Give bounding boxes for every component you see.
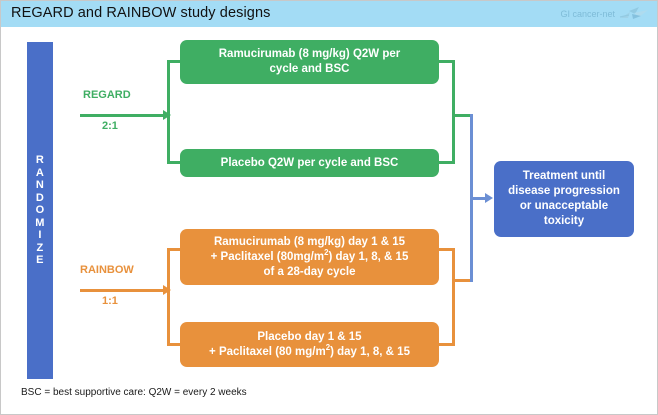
- regard-treatment-line1: Ramucirumab (8 mg/kg) Q2W per: [218, 48, 401, 60]
- regard-merge-connector: [452, 114, 472, 117]
- page-title: REGARD and RAINBOW study designs: [11, 5, 271, 21]
- rainbow-right-bracket-vertical: [452, 248, 455, 346]
- outcome-line2: disease progression: [508, 185, 620, 197]
- rainbow-merge-connector: [452, 279, 472, 282]
- regard-right-bracket-vertical: [452, 60, 455, 164]
- randomize-letter: E: [36, 254, 44, 267]
- rainbow-placebo-superscript: 2: [325, 342, 331, 352]
- regard-treatment-arm-box: Ramucirumab (8 mg/kg) Q2W per cycle and …: [180, 40, 439, 84]
- randomize-letter: M: [35, 216, 45, 229]
- rainbow-left-bracket-vertical: [167, 248, 170, 346]
- rainbow-placebo-arm-box: Placebo day 1 & 15 + Paclitaxel (80 mg/m…: [180, 322, 439, 367]
- regard-arrow-shaft: [80, 114, 164, 117]
- regard-left-bracket-top: [167, 60, 184, 63]
- rainbow-treatment-line1: Ramucirumab (8 mg/kg) day 1 & 15: [213, 235, 406, 248]
- regard-study-label: REGARD: [83, 89, 131, 101]
- regard-ratio-label: 2:1: [102, 120, 118, 132]
- randomize-letter: Z: [36, 241, 44, 254]
- rainbow-right-bracket-top: [437, 248, 455, 251]
- outcome-line4: toxicity: [543, 215, 585, 227]
- outcome-line1: Treatment until: [522, 170, 606, 182]
- regard-treatment-line2: cycle and BSC: [269, 63, 350, 75]
- rainbow-study-label: RAINBOW: [80, 264, 134, 276]
- rainbow-treatment-line3: of a 28-day cycle: [263, 265, 356, 278]
- origami-crane-icon: [619, 5, 649, 23]
- rainbow-treatment-line2-post: ) day 1, 8, & 15: [328, 250, 409, 263]
- randomize-letter: R: [35, 154, 45, 167]
- rainbow-arrow-shaft: [80, 289, 164, 292]
- rainbow-placebo-line2-post: ) day 1, 8, & 15: [330, 345, 410, 358]
- randomize-bar: R A N D O M I Z E: [27, 42, 53, 379]
- outcome-box: Treatment until disease progression or u…: [494, 161, 634, 237]
- outcome-arrow-shaft: [470, 197, 486, 200]
- brand-logo: GI cancer-net: [560, 5, 649, 23]
- regard-left-bracket-bottom: [167, 161, 184, 164]
- regard-placebo-label: Placebo Q2W per cycle and BSC: [220, 156, 399, 169]
- regard-placebo-arm-box: Placebo Q2W per cycle and BSC: [180, 149, 439, 177]
- regard-right-bracket-bottom: [437, 161, 455, 164]
- randomize-letter: A: [35, 166, 45, 179]
- randomize-letter: N: [35, 179, 45, 192]
- brand-label: GI cancer-net: [560, 9, 615, 19]
- header-bar: [1, 1, 657, 27]
- rainbow-left-bracket-top: [167, 248, 184, 251]
- rainbow-treatment-superscript: 2: [324, 247, 329, 257]
- rainbow-right-bracket-bottom: [437, 343, 455, 346]
- randomize-label: R A N D O M I Z E: [27, 42, 53, 379]
- rainbow-treatment-arm-box: Ramucirumab (8 mg/kg) day 1 & 15 + Pacli…: [180, 229, 439, 285]
- regard-right-bracket-top: [437, 60, 455, 63]
- footnote-text: BSC = best supportive care: Q2W = every …: [21, 387, 247, 398]
- rainbow-placebo-line2-pre: + Paclitaxel (80 mg/m: [209, 345, 326, 358]
- randomize-letter: D: [35, 191, 45, 204]
- randomize-letter: I: [38, 229, 42, 242]
- rainbow-treatment-line2-pre: + Paclitaxel (80mg/m: [210, 250, 325, 263]
- regard-left-bracket-vertical: [167, 60, 170, 164]
- randomize-letter: O: [35, 204, 45, 217]
- rainbow-placebo-line1: Placebo day 1 & 15: [257, 330, 362, 343]
- rainbow-left-bracket-bottom: [167, 343, 184, 346]
- outcome-arrow-head: [485, 193, 493, 203]
- rainbow-ratio-label: 1:1: [102, 295, 118, 307]
- outcome-line3: or unacceptable: [519, 200, 609, 212]
